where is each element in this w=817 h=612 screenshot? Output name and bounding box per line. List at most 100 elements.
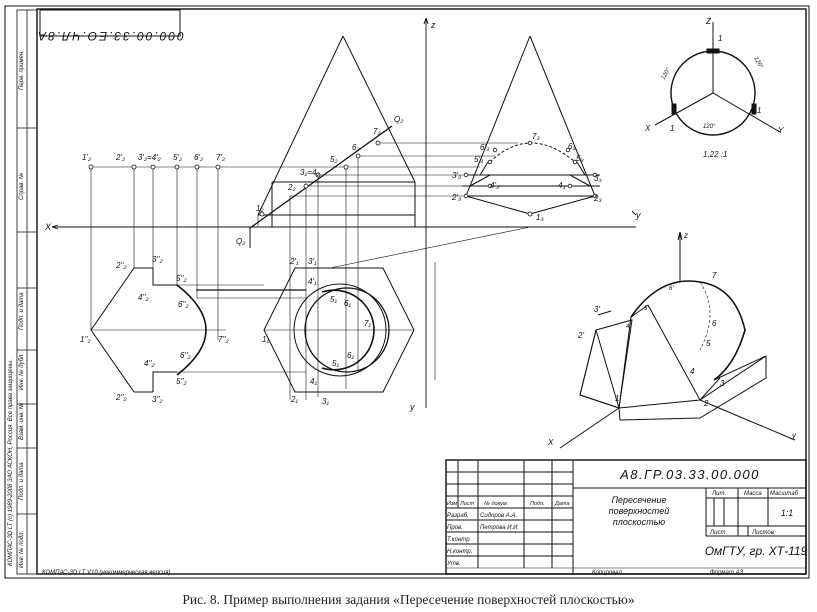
axo-big	[559, 231, 796, 449]
right-label-53: 5₃	[576, 154, 584, 163]
row-header-doc: № докум.	[484, 501, 508, 507]
top-label-21: 2₁	[290, 395, 298, 404]
right-label-2p3: 2'₃	[451, 193, 461, 202]
title-header-sheet: Лист	[709, 530, 725, 536]
title-copied: Копировал	[592, 570, 622, 576]
front-label-7: 7₂	[373, 127, 381, 136]
axis-y-lower-label: y	[409, 402, 415, 412]
top-label-11: 1₁	[262, 335, 269, 344]
axo-small-angle-left: 120°	[661, 67, 673, 81]
corner-stamp-box	[39, 9, 181, 37]
front-label-5: 5₂	[330, 155, 338, 164]
right-label-43: 4₃	[558, 181, 566, 190]
side-cell-4: Инв. № дубл.	[18, 353, 25, 390]
right-label-33: 3₃	[594, 174, 602, 183]
right-label-3p3: 3'₃	[452, 171, 461, 180]
role-4: Н.контр.	[447, 549, 472, 555]
title-scale: 1:1	[781, 508, 794, 518]
axo-small-y: Y	[778, 126, 784, 135]
title-org: ОмГТУ, гр. ХТ-119	[705, 544, 808, 558]
axo-small-angle-bottom: 120°	[703, 124, 716, 130]
left-label-5pp-bot: 5''₂	[176, 377, 187, 386]
top-label-41: 4₁	[310, 377, 317, 386]
front-cone	[249, 35, 416, 248]
axo-small-z: Z	[705, 17, 712, 26]
figure-caption: Рис. 8. Пример выполнения задания «Перес…	[182, 592, 635, 607]
axo-big-y: y	[791, 431, 797, 440]
axo-big-4p: 4'	[626, 324, 631, 330]
projection-axes	[51, 17, 637, 408]
axis-y-label: y	[635, 210, 641, 220]
row-header-date: Дата	[554, 501, 570, 507]
left-label-4pp-top: 4''₂	[138, 293, 149, 302]
corner-stamp-text: 000.00.33.ЕО.ЧЛ.8А	[36, 29, 184, 43]
right-label-63: 6₃	[568, 142, 576, 151]
axo-small-angle-right: 120°	[752, 56, 764, 70]
title-line-3: плоскостью	[613, 517, 666, 527]
right-label-5p3: 5'₃	[474, 155, 483, 164]
top-label-6p1: 6₁	[344, 299, 351, 308]
front-label-1: 1₂	[256, 204, 264, 213]
right-cone	[462, 35, 600, 215]
side-strip	[16, 9, 38, 575]
title-line-2: поверхностей	[609, 506, 670, 516]
axo-big-6: 6	[712, 319, 717, 328]
left-label-3pp-bot: 3''₂	[152, 395, 163, 404]
left-label-4pp-bot: 4''₂	[144, 359, 155, 368]
title-header-lit: Лит.	[711, 491, 726, 497]
axis-x-label: X	[44, 222, 52, 232]
front-label-34p: 3'₂=4'₂	[138, 153, 161, 162]
front-projection-lines	[90, 142, 518, 400]
axo-big-1: 1	[615, 394, 619, 403]
side-cell-2: Справ. №	[18, 172, 25, 200]
axo-small-1-top: 1	[718, 34, 722, 43]
side-cell-7: Инв. № подл.	[18, 531, 25, 568]
axo-big-6p: 6'	[669, 286, 674, 292]
title-format: Формат А3	[710, 570, 743, 576]
title-designation: А8.ГР.03.33.00.000	[619, 467, 760, 482]
front-label-34: 3₂=4₂	[300, 168, 320, 177]
top-label-5p1: 5₁	[330, 295, 337, 304]
outer-frame	[4, 5, 810, 579]
right-points	[463, 140, 598, 217]
axis-z-label: z	[430, 20, 436, 30]
left-label-2pp-top: 2''₂	[115, 261, 127, 270]
right-label-23: 2₃	[593, 194, 602, 203]
side-cell-6: Подп. и дата	[19, 462, 25, 500]
axo-big-5p: 5'	[644, 306, 649, 312]
plane-label-qv: Q₂	[394, 115, 403, 124]
inner-frame	[36, 8, 807, 575]
plane-label-q-lower: Q₂	[236, 237, 245, 246]
row-header-sign: Подп.	[530, 501, 545, 507]
axo-big-2p: 2'	[577, 331, 584, 340]
right-label-6p3: 6'₃	[480, 143, 489, 152]
front-label-5p: 5'₂	[173, 153, 182, 162]
front-label-2: 2₂	[287, 183, 296, 192]
bottom-left-note: КОМПАС-3D LT V10 (некоммерческая версия)	[42, 570, 170, 576]
left-label-2pp-bot: 2''₂	[115, 393, 127, 402]
right-label-73: 7₃	[532, 132, 540, 141]
name-2: Петрова И.И.	[480, 525, 519, 531]
title-header-mass: Масса	[744, 491, 762, 497]
axo-big-5: 5	[706, 339, 711, 348]
left-label-3pp-top: 3''₂	[152, 255, 163, 264]
side-vertical-note: КОМПАС-3D LT (с) 1989-2008 ЗАО АСКОН, Ро…	[8, 359, 14, 566]
right-label-4p3: 4'₃	[490, 181, 499, 190]
role-1: Разраб.	[447, 513, 469, 519]
top-label-3p1: 3'₁	[308, 257, 317, 266]
left-aux-view	[90, 267, 306, 393]
top-label-4p1: 4'₁	[308, 277, 317, 286]
row-header-izm: Изм	[447, 501, 457, 507]
side-cell-5: Взам. инв. №	[18, 402, 25, 440]
side-cell-1: Перв. примен.	[19, 50, 25, 90]
role-3: Т.контр.	[447, 537, 471, 543]
axo-small	[654, 22, 781, 136]
top-label-61: 6₁	[347, 351, 354, 360]
axo-big-2: 2	[703, 399, 709, 408]
axo-big-3: 3	[720, 379, 725, 388]
top-label-31: 3₁	[322, 397, 329, 406]
front-label-2p: 2'₂	[115, 153, 125, 162]
axo-big-4: 4	[690, 367, 695, 376]
axo-small-1-right: 1	[757, 106, 761, 115]
left-label-7pp: 7''₂	[218, 335, 229, 344]
